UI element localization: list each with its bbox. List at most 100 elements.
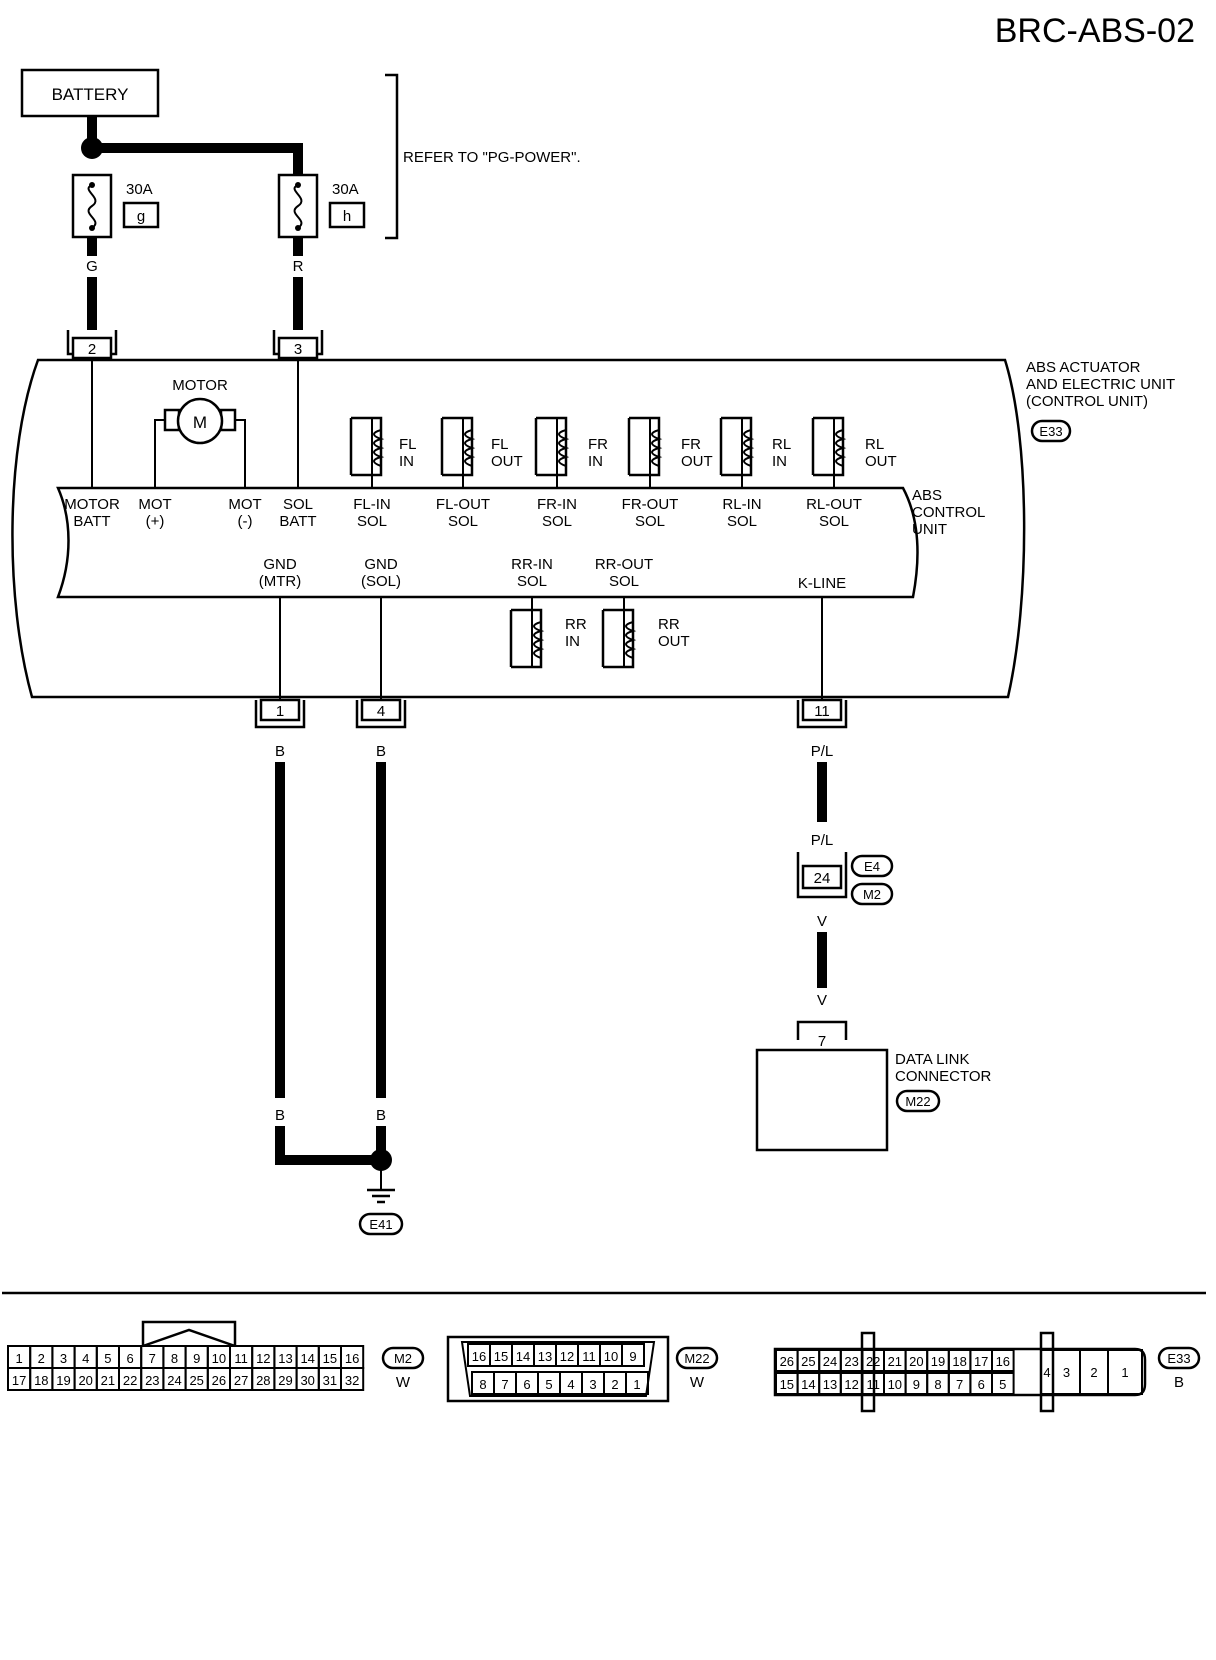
dlc-connector-id: M22 (905, 1094, 930, 1109)
bottom-terminal-labels: GND (MTR) GND (SOL) RR-IN SOL RR-OUT SOL… (259, 556, 846, 592)
joint-connector-24 (796, 852, 848, 899)
joint-badge-e4 (850, 854, 894, 878)
m2-top-pin-number: 9 (193, 1351, 200, 1366)
m22-top-pin-number: 15 (494, 1349, 508, 1364)
pin-11-label: 11 (814, 703, 830, 720)
bottom-solenoids (509, 597, 637, 669)
fuse-h (277, 173, 319, 239)
m2-bottom-pin-number: 18 (34, 1373, 48, 1388)
e33-top-pin-number: 17 (974, 1354, 988, 1369)
control-unit-label-1: ABS (912, 487, 942, 504)
m2-connector-id: M2 (394, 1351, 412, 1366)
m2-top-pin-number: 5 (104, 1351, 111, 1366)
dlc-name-1: DATA LINK (895, 1051, 969, 1068)
pin-4-label: 4 (377, 703, 385, 720)
m2-bottom-pin-number: 17 (12, 1373, 26, 1388)
m2-color: W (396, 1374, 411, 1391)
ground-symbol (367, 1170, 395, 1204)
e33-bottom-pin-number: 13 (823, 1377, 837, 1392)
terminal-motor-batt-2: BATT (73, 513, 110, 530)
solenoid-fl-out-symbol (440, 416, 476, 477)
m2-top-pin-number: 12 (256, 1351, 270, 1366)
control-unit-label-3: UNIT (912, 521, 947, 538)
m2-bottom-pin-number: 30 (300, 1373, 314, 1388)
battery-box (20, 68, 160, 118)
e33-bottom-pin-number: 15 (780, 1377, 794, 1392)
ground-wire-1-color-bottom: B (275, 1107, 285, 1124)
dlc-wire-color-1: V (817, 913, 827, 930)
m22-bottom-pin-number: 2 (611, 1377, 618, 1392)
solenoid-fr-in-symbol (534, 416, 570, 477)
top-solenoid-labels: FL IN FL OUT FR IN FR OUT RL IN RL OUT (399, 436, 897, 470)
motor-m-symbol: M (193, 413, 207, 432)
fuse-h-id-box (328, 201, 366, 229)
kline-wire-color-1: P/L (811, 743, 834, 760)
terminal-fr-out-sol-2: SOL (635, 513, 665, 530)
pin-3-label: 3 (294, 341, 302, 358)
e33-top-pin-number: 20 (909, 1354, 923, 1369)
terminal-fr-in-sol-1: FR-IN (537, 496, 577, 513)
m2-bottom-pin-number: 31 (323, 1373, 337, 1388)
m2-bottom-pin-number: 23 (145, 1373, 159, 1388)
solenoid-fr-out-symbol (627, 416, 663, 477)
battery-branch-wire (92, 143, 303, 175)
e33-connector-id: E33 (1167, 1351, 1190, 1366)
abs-actuator-outline (11, 358, 1026, 699)
terminal-fr-out-sol-1: FR-OUT (622, 496, 679, 513)
m2-bottom-pin-number: 26 (212, 1373, 226, 1388)
fuse-g-rating: 30A (126, 181, 153, 198)
m22-top-pin-number: 10 (604, 1349, 618, 1364)
m2-top-pin-number: 6 (126, 1351, 133, 1366)
e33-bottom-pin-number: 11 (866, 1377, 880, 1392)
m2-bottom-pin-number: 21 (101, 1373, 115, 1388)
unit-connector-id: E33 (1039, 424, 1062, 439)
refer-note: REFER TO "PG-POWER". (403, 149, 581, 166)
terminal-k-line: K-LINE (798, 575, 846, 592)
pin-11-connector (796, 698, 848, 729)
m22-trapezoid (460, 1341, 656, 1397)
pin-4-connector (355, 698, 407, 729)
e33-bottom-cell (991, 1372, 1015, 1395)
unit-connector-badge (1030, 419, 1072, 443)
top-solenoids (349, 416, 847, 488)
m22-bottom-pin-number: 6 (523, 1377, 530, 1392)
motor-label: MOTOR (172, 377, 228, 394)
terminal-rl-out-sol-2: SOL (819, 513, 849, 530)
battery-label: BATTERY (52, 85, 129, 104)
m22-bottom-pin-number: 1 (633, 1377, 640, 1392)
m2-top-pin-number: 2 (38, 1351, 45, 1366)
sol-rl-out-2: OUT (865, 453, 897, 470)
terminal-mot-plus-1: MOT (138, 496, 171, 513)
m2-top-pin-number: 4 (82, 1351, 89, 1366)
fuse-h-id: h (343, 208, 351, 225)
e33-bottom-pin-number: 5 (999, 1377, 1006, 1392)
e33-top-pin-number: 18 (952, 1354, 966, 1369)
m22-top-pin-number: 14 (516, 1349, 530, 1364)
m22-top-cell (621, 1343, 645, 1367)
e33-connector-badge (1157, 1346, 1201, 1370)
joint-pin-24: 24 (814, 870, 831, 887)
joint-connector-e4: E4 (864, 859, 880, 874)
terminal-rr-out-sol-2: SOL (609, 573, 639, 590)
m2-bottom-pin-number: 20 (78, 1373, 92, 1388)
m2-bottom-pin-number: 24 (167, 1373, 181, 1388)
m22-bottom-pin-number: 3 (589, 1377, 596, 1392)
m22-bottom-pin-number: 5 (545, 1377, 552, 1392)
terminal-rr-out-sol-1: RR-OUT (595, 556, 653, 573)
fuse-g-id-box (122, 201, 160, 229)
e33-top-pin-number: 26 (780, 1354, 794, 1369)
dlc-connector-badge (895, 1089, 941, 1113)
data-link-connector-box (755, 1048, 889, 1152)
e33-big-pin-number: 2 (1090, 1365, 1097, 1380)
terminal-mot-minus-2: (-) (238, 513, 253, 530)
e33-big-pin-number: 3 (1063, 1365, 1070, 1380)
e33-top-pin-number: 22 (866, 1354, 880, 1369)
e33-bottom-pin-number: 8 (934, 1377, 941, 1392)
sol-fr-in-1: FR (588, 436, 608, 453)
pin-2-label: 2 (88, 341, 96, 358)
e33-big-pin-number: 4 (1043, 1365, 1050, 1380)
page-code: BRC-ABS-02 (995, 12, 1195, 50)
